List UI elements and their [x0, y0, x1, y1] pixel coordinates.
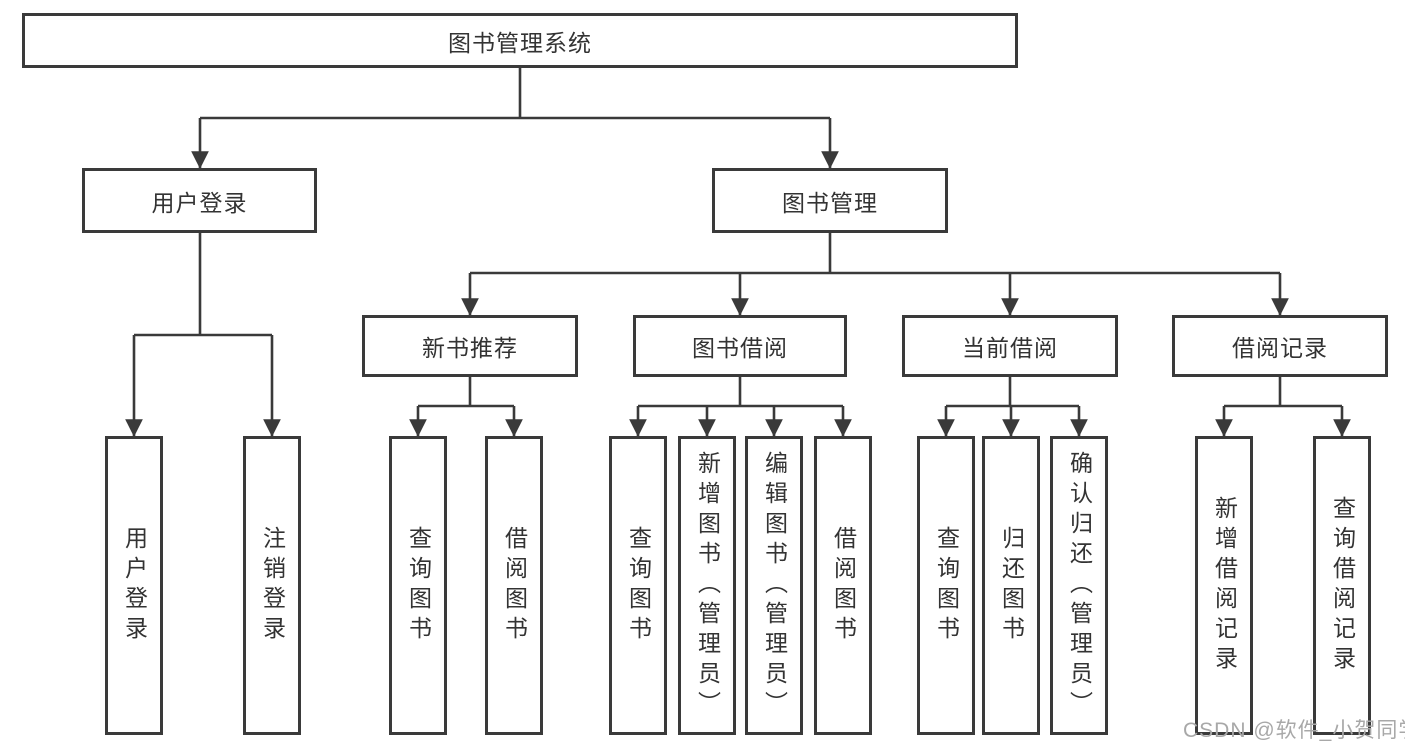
leaf-current-query-books: 查询图书	[917, 436, 975, 735]
leaf-newbooks-query-books: 查询图书	[389, 436, 447, 735]
leaf-add-borrow-record: 新增借阅记录	[1195, 436, 1253, 735]
leaf-edit-book-admin: 编辑图书（管理员）	[745, 436, 803, 735]
leaf-edit-book-admin-label: 编辑图书（管理员）	[761, 450, 788, 721]
node-current-borrow-label: 当前借阅	[962, 335, 1058, 361]
node-book-borrow: 图书借阅	[633, 315, 847, 377]
connector-bookborrow-distributor	[638, 377, 843, 408]
node-user-login: 用户登录	[82, 168, 317, 233]
connector-userlogin-distributor	[134, 233, 272, 337]
node-root: 图书管理系统	[22, 13, 1018, 68]
leaf-add-borrow-record-label: 新增借阅记录	[1211, 495, 1238, 676]
leaf-borrow-query-books-label: 查询图书	[625, 525, 652, 646]
connector-newbooks-distributor	[418, 377, 514, 408]
node-root-label: 图书管理系统	[448, 29, 592, 56]
leaf-borrow-borrow-books-label: 借阅图书	[830, 525, 857, 646]
leaf-logout-label: 注销登录	[259, 525, 286, 646]
leaf-confirm-return-admin: 确认归还（管理员）	[1050, 436, 1108, 735]
leaf-user-login-label: 用户登录	[121, 525, 148, 646]
node-book-management: 图书管理	[712, 168, 948, 233]
leaf-return-books: 归还图书	[982, 436, 1040, 735]
leaf-borrow-query-books: 查询图书	[609, 436, 667, 735]
connector-bookmgmt-distributor	[470, 233, 1280, 275]
leaf-query-borrow-record-label: 查询借阅记录	[1329, 495, 1356, 676]
node-borrow-records: 借阅记录	[1172, 315, 1388, 377]
leaf-add-book-admin-label: 新增图书（管理员）	[694, 450, 721, 721]
node-book-borrow-label: 图书借阅	[692, 335, 788, 361]
node-borrow-records-label: 借阅记录	[1232, 335, 1328, 361]
leaf-borrow-borrow-books: 借阅图书	[814, 436, 872, 735]
node-new-book-recommend: 新书推荐	[362, 315, 578, 377]
leaf-current-query-books-label: 查询图书	[933, 525, 960, 646]
csdn-watermark: CSDN @软件_小贺同学	[1183, 719, 1405, 742]
connector-root-distributor	[200, 68, 830, 120]
node-current-borrow: 当前借阅	[902, 315, 1118, 377]
connector-records-distributor	[1224, 377, 1342, 408]
leaf-add-book-admin: 新增图书（管理员）	[678, 436, 736, 735]
leaf-query-borrow-record: 查询借阅记录	[1313, 436, 1371, 735]
leaf-logout: 注销登录	[243, 436, 301, 735]
leaf-user-login: 用户登录	[105, 436, 163, 735]
leaf-return-books-label: 归还图书	[998, 525, 1025, 646]
node-new-book-recommend-label: 新书推荐	[422, 335, 518, 361]
leaf-newbooks-query-books-label: 查询图书	[405, 525, 432, 646]
leaf-newbooks-borrow-books-label: 借阅图书	[501, 525, 528, 646]
node-book-management-label: 图书管理	[782, 189, 878, 216]
connector-currentborrow-distributor	[946, 377, 1079, 408]
node-user-login-label: 用户登录	[151, 189, 248, 216]
leaf-confirm-return-admin-label: 确认归还（管理员）	[1066, 450, 1093, 721]
leaf-newbooks-borrow-books: 借阅图书	[485, 436, 543, 735]
